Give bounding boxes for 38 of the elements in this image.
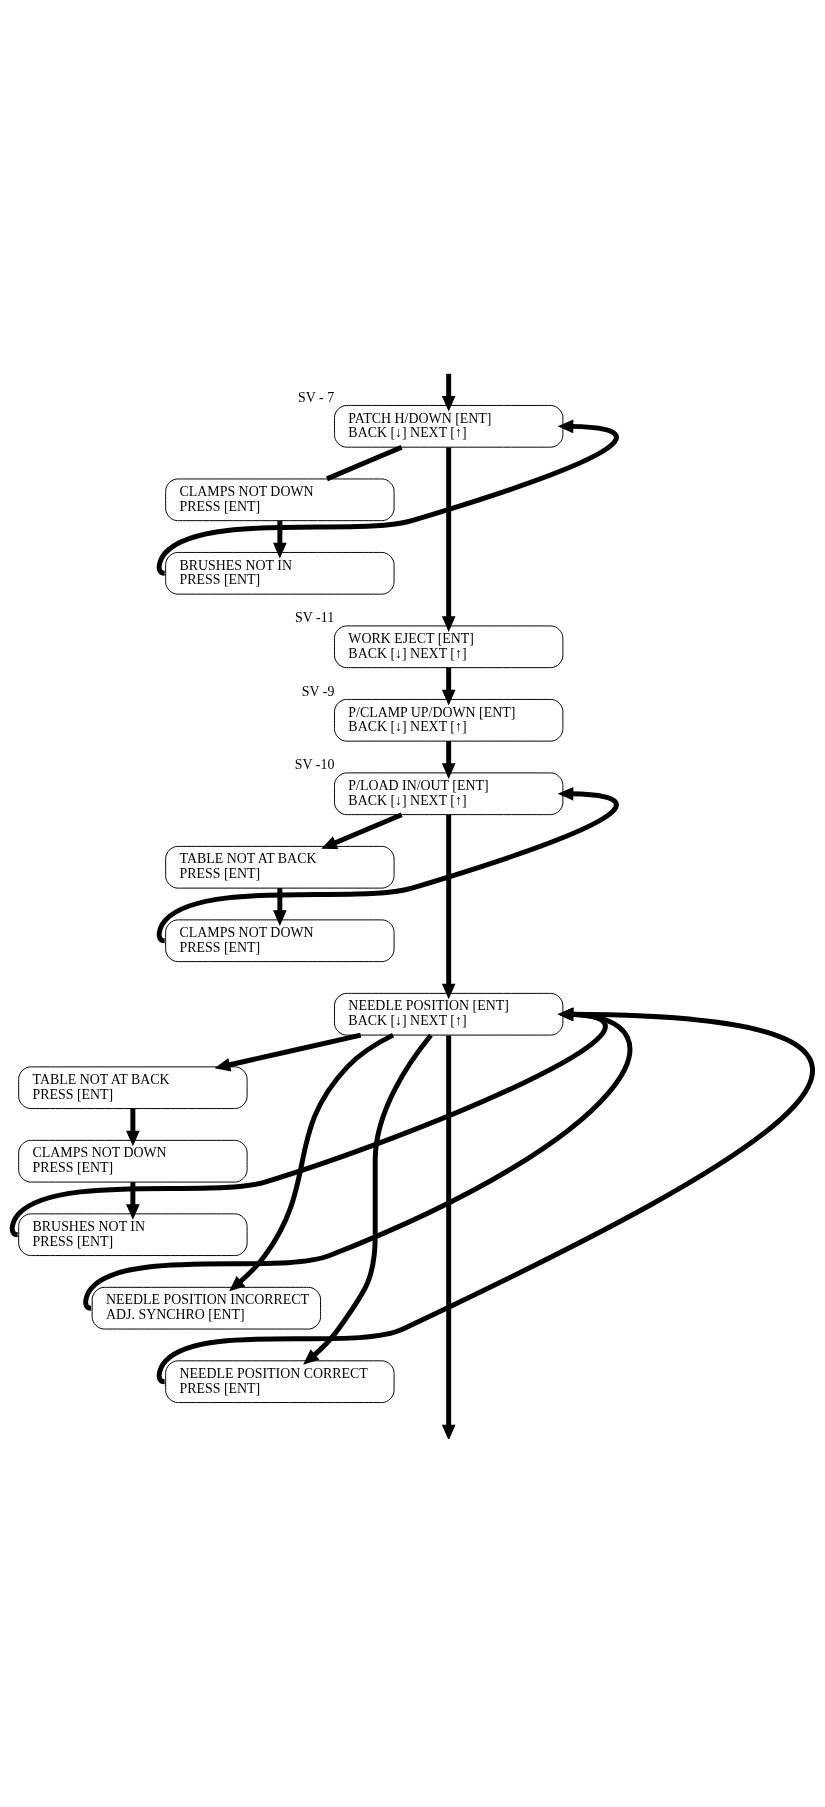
arrow	[156, 1006, 814, 1383]
arrow	[229, 1032, 395, 1291]
node-box: PATCH H/DOWN [ENT] BACK [↓] NEXT [↑]	[333, 404, 564, 448]
node-box: TABLE NOT AT BACK PRESS [ENT]	[165, 845, 395, 889]
arrow	[214, 1032, 362, 1071]
node-box: CLAMPS NOT DOWN PRESS [ENT]	[18, 1139, 248, 1183]
arrow	[83, 1007, 632, 1310]
node-label: SV -10	[294, 756, 335, 772]
arrow	[441, 1034, 456, 1439]
arrow	[303, 1033, 433, 1365]
arrow	[126, 1181, 140, 1220]
arrow	[441, 667, 456, 705]
node-box: NEEDLE POSITION INCORRECT ADJ. SYNCHRO [ENT]	[91, 1286, 322, 1330]
arrow	[156, 419, 618, 575]
node-box: P/CLAMP UP/DOWN [ENT] BACK [↓] NEXT [↑]	[333, 698, 564, 742]
node-box: WORK EJECT [ENT] BACK [↓] NEXT [↑]	[333, 624, 564, 668]
node-box: CLAMPS NOT DOWN PRESS [ENT]	[165, 918, 395, 962]
node-box: CLAMPS NOT DOWN PRESS [ENT]	[165, 477, 395, 521]
node-label: SV -11	[295, 609, 335, 625]
node-box: P/LOAD IN/OUT [ENT] BACK [↓] NEXT [↑]	[333, 771, 564, 815]
arrow	[273, 520, 287, 558]
node-label: SV -9	[301, 683, 335, 699]
node-label: SV - 7	[298, 389, 335, 405]
node-box: BRUSHES NOT IN PRESS [ENT]	[165, 551, 395, 595]
node-box: BRUSHES NOT IN PRESS [ENT]	[18, 1212, 248, 1256]
arrow	[441, 740, 456, 779]
arrow	[126, 1108, 140, 1146]
arrow	[321, 811, 403, 849]
arrow	[156, 786, 618, 943]
arrow	[441, 446, 456, 632]
arrow	[9, 1007, 608, 1237]
arrow	[441, 814, 456, 999]
arrow	[273, 887, 287, 926]
node-box: NEEDLE POSITION [ENT] BACK [↓] NEXT [↑]	[333, 992, 564, 1036]
connector	[325, 444, 403, 481]
node-box: NEEDLE POSITION CORRECT PRESS [ENT]	[165, 1359, 395, 1403]
arrow	[441, 373, 456, 412]
node-box: TABLE NOT AT BACK PRESS [ENT]	[18, 1065, 248, 1109]
